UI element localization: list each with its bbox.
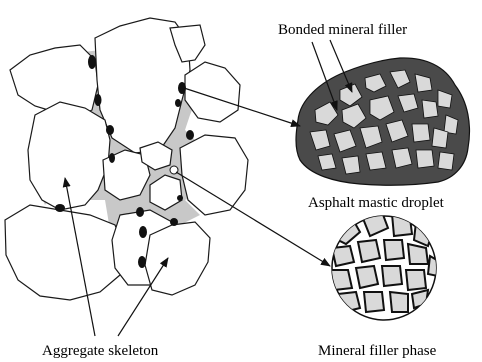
- mineral-filler-phase: [330, 212, 440, 320]
- asphalt-mastic-droplet: [296, 58, 469, 185]
- label-aggregate-skeleton: Aggregate skeleton: [42, 343, 159, 359]
- aggregate-particle: [5, 205, 125, 300]
- label-mineral-filler-phase: Mineral filler phase: [318, 343, 437, 359]
- aggregate-skeleton: [5, 18, 248, 300]
- aggregate-particle: [185, 62, 240, 122]
- label-asphalt-mastic-droplet: Asphalt mastic droplet: [308, 195, 445, 211]
- aggregate-particle: [145, 222, 210, 295]
- aggregate-particle: [180, 135, 248, 215]
- label-bonded-mineral-filler: Bonded mineral filler: [278, 22, 407, 38]
